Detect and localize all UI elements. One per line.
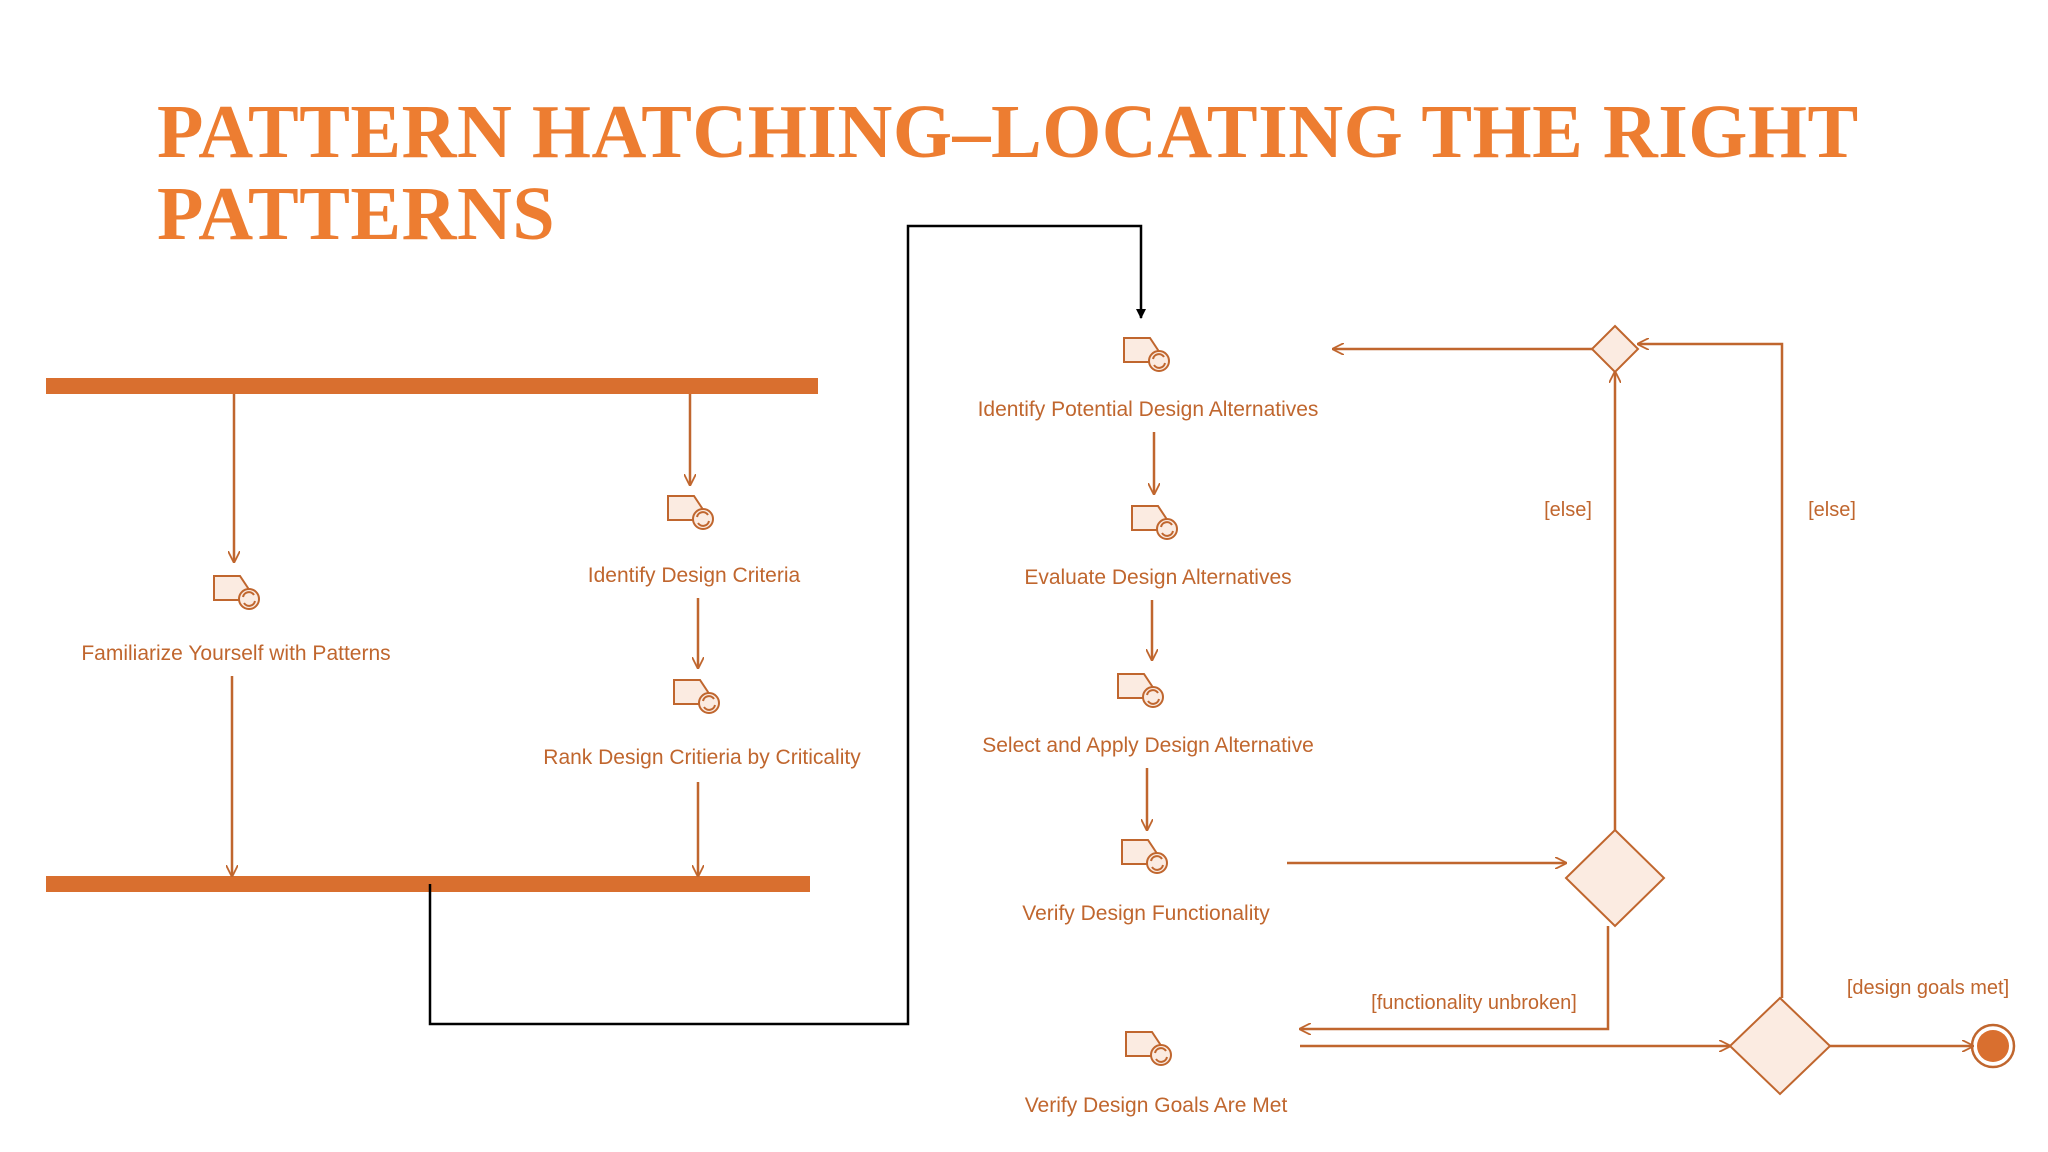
decision-diamond-functionality [1564,828,1666,928]
flow-arrow-unbroken [1300,926,1610,1029]
activity-rank-criteria: Rank Design Critieria by Criticality [543,679,861,769]
activity-icon [1125,1031,1172,1066]
connector-line [428,224,1146,1026]
final-node-icon [1970,1023,2016,1069]
activity-familiarize: Familiarize Yourself with Patterns [81,575,391,665]
activity-label: Rank Design Critieria by Criticality [543,746,861,769]
guard-functionality-unbroken: [functionality unbroken] [1371,992,1577,1014]
activity-identify-alternatives: Identify Potential Design Alternatives [978,337,1319,421]
activity-label: Identify Potential Design Alternatives [978,398,1319,421]
activity-icon [1123,337,1170,372]
activity-verify-functionality: Verify Design Functionality [1022,839,1270,925]
fork-bar [46,378,818,394]
decision-diamond-goals [1728,996,1832,1096]
activity-label: Identify Design Criteria [588,564,801,587]
slide-title-line-2: PATTERNS [157,172,556,256]
merge-diamond [1590,324,1640,374]
activity-icon [673,679,720,714]
activity-icon [213,575,260,610]
activity-label: Verify Design Goals Are Met [1025,1094,1288,1117]
activity-label: Familiarize Yourself with Patterns [81,642,390,665]
activity-label: Evaluate Design Alternatives [1024,566,1291,589]
guard-else-right: [else] [1808,499,1856,521]
join-bar [46,876,810,892]
activity-evaluate-alternatives: Evaluate Design Alternatives [1024,505,1292,589]
activity-icon [667,495,714,530]
slide-title-line-1: PATTERN HATCHING–LOCATING THE RIGHT [157,90,1859,174]
activity-select-apply: Select and Apply Design Alternative [982,673,1314,757]
guard-else-left: [else] [1544,499,1592,521]
flow-arrow-else [1638,344,1784,998]
activity-verify-goals: Verify Design Goals Are Met [1025,1031,1288,1117]
activity-icon [1121,839,1168,874]
activity-label: Verify Design Functionality [1022,902,1270,925]
activity-icon [1131,505,1178,540]
activity-label: Select and Apply Design Alternative [982,734,1314,757]
guard-design-goals-met: [design goals met] [1847,977,2009,999]
activity-icon [1117,673,1164,708]
activity-identify-criteria: Identify Design Criteria [588,495,801,587]
